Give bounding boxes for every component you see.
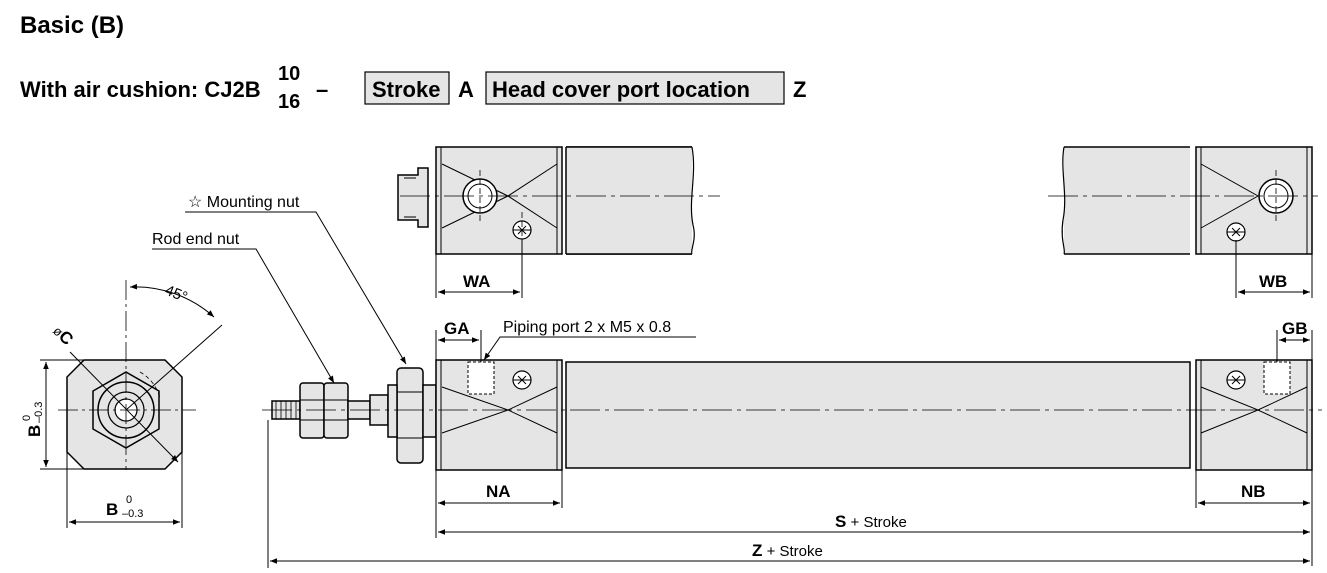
phi-c-label: øC (49, 321, 77, 349)
b-horizontal-upper: 0 (126, 494, 132, 506)
port-location-label: Head cover port location (492, 77, 750, 102)
port-location-box (485, 71, 785, 105)
model-prefix: With air cushion: CJ2B (20, 77, 261, 102)
dim-s-label: S + Stroke (835, 512, 907, 531)
stroke-box-label: Stroke (372, 77, 440, 102)
dim-gb-label: GB (1282, 319, 1308, 338)
dim-nb-label: NB (1241, 482, 1266, 501)
b-vertical-main: B (25, 425, 44, 437)
piping-port-callout: Piping port 2 x M5 x 0.8 (503, 319, 671, 336)
b-vertical-upper: 0 (21, 415, 33, 421)
model-dash: – (316, 77, 328, 102)
stroke-box (364, 71, 450, 105)
front-view (262, 359, 1322, 471)
dim-z-suffix: + Stroke (767, 543, 823, 560)
b-horizontal-lower: –0.3 (122, 508, 143, 520)
dim-s-letter: S (835, 512, 846, 531)
model-letter-a: A (458, 77, 474, 102)
dim-z-label: Z + Stroke (752, 541, 823, 560)
angle-label: 45° (162, 282, 189, 306)
end-view (40, 280, 223, 528)
b-vertical-label: B 0 –0.3 (21, 402, 45, 437)
leader-lines (152, 211, 696, 384)
dim-nb (1195, 470, 1313, 566)
dim-wa (435, 240, 523, 298)
bore-size-10: 10 (278, 63, 300, 85)
dim-s-suffix: + Stroke (851, 514, 907, 531)
dim-ga-label: GA (444, 319, 470, 338)
dim-na (435, 470, 563, 538)
dim-gb (1276, 330, 1313, 362)
dim-wa-label: WA (463, 272, 490, 291)
b-vertical-lower: –0.3 (33, 402, 45, 423)
dim-ga (435, 330, 482, 362)
dim-wb (1235, 240, 1313, 298)
mounting-nut-callout: ☆ Mounting nut (188, 194, 300, 211)
dim-z (267, 420, 1310, 568)
model-code: With air cushion: CJ2B 10 16 – Stroke A … (20, 63, 806, 113)
rod-end-nut-callout: Rod end nut (152, 231, 240, 248)
bore-size-16: 16 (278, 91, 300, 113)
top-view-head-end (1048, 146, 1318, 255)
page-title: Basic (B) (20, 12, 124, 39)
top-view-rod-end (397, 146, 720, 255)
dim-na-label: NA (486, 482, 511, 501)
b-horizontal-main: B (106, 500, 118, 519)
dim-wb-label: WB (1259, 272, 1287, 291)
dim-z-letter: Z (752, 541, 762, 560)
model-letter-z: Z (793, 77, 806, 102)
